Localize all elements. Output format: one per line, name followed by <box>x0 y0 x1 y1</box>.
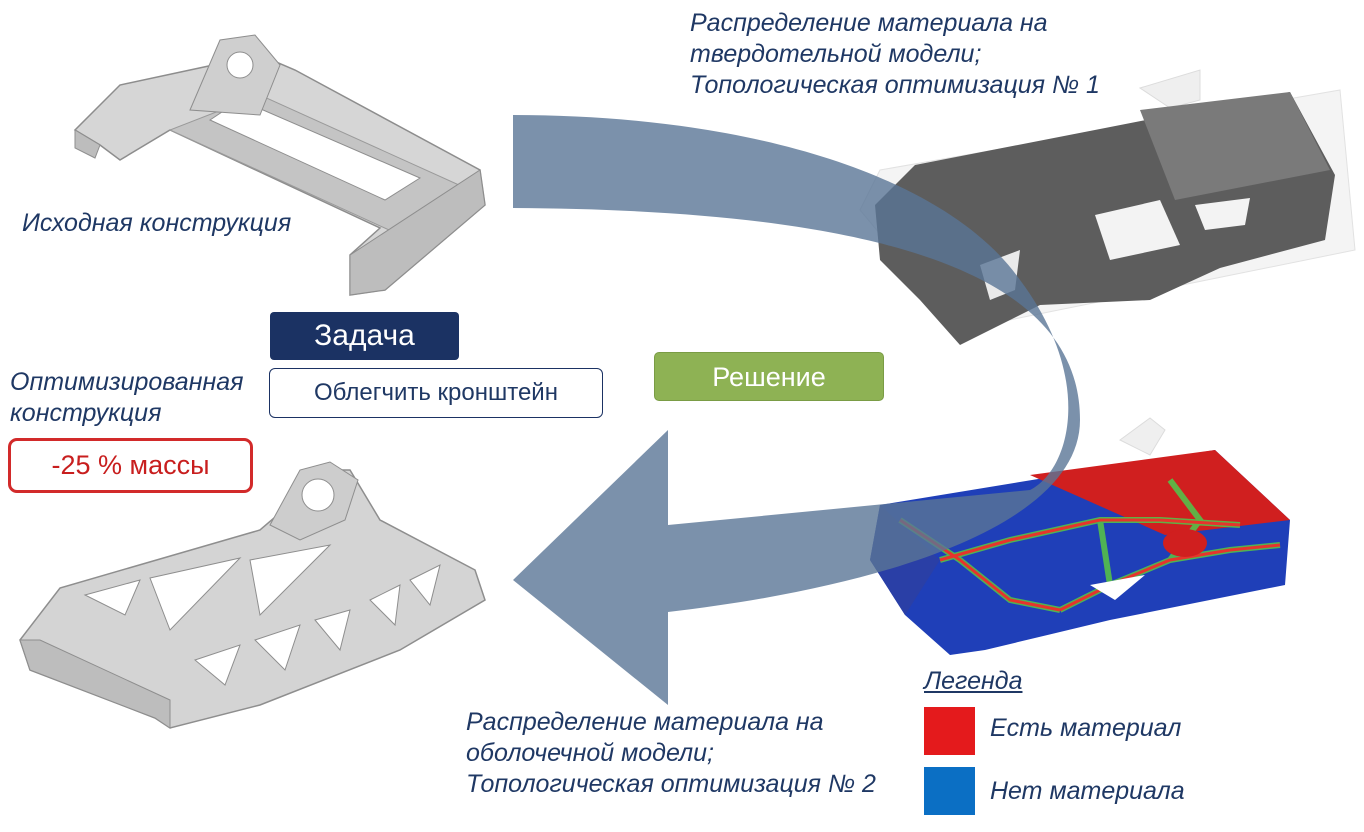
mass-reduction-badge: -25 % массы <box>8 438 253 493</box>
legend-title: Легенда <box>924 667 1023 695</box>
legend-label-material: Есть материал <box>990 714 1182 742</box>
task-title: Задача <box>270 312 459 360</box>
legend-swatch-material <box>924 707 975 755</box>
process-arrow <box>513 115 1080 705</box>
solid-model-caption: Распределение материала на твердотельной… <box>690 9 1100 99</box>
task-value: Облегчить кронштейн <box>269 368 603 418</box>
legend-swatch-no-material <box>924 767 975 815</box>
legend-label-no-material: Нет материала <box>990 777 1185 805</box>
original-design-caption: Исходная конструкция <box>22 209 292 237</box>
solution-label: Решение <box>654 352 884 401</box>
shell-model-caption: Распределение материала на оболочечной м… <box>466 708 876 798</box>
optimized-bracket-model <box>19 461 486 729</box>
optimized-design-caption: Оптимизированная конструкция <box>10 368 244 427</box>
original-bracket-model <box>73 34 486 296</box>
